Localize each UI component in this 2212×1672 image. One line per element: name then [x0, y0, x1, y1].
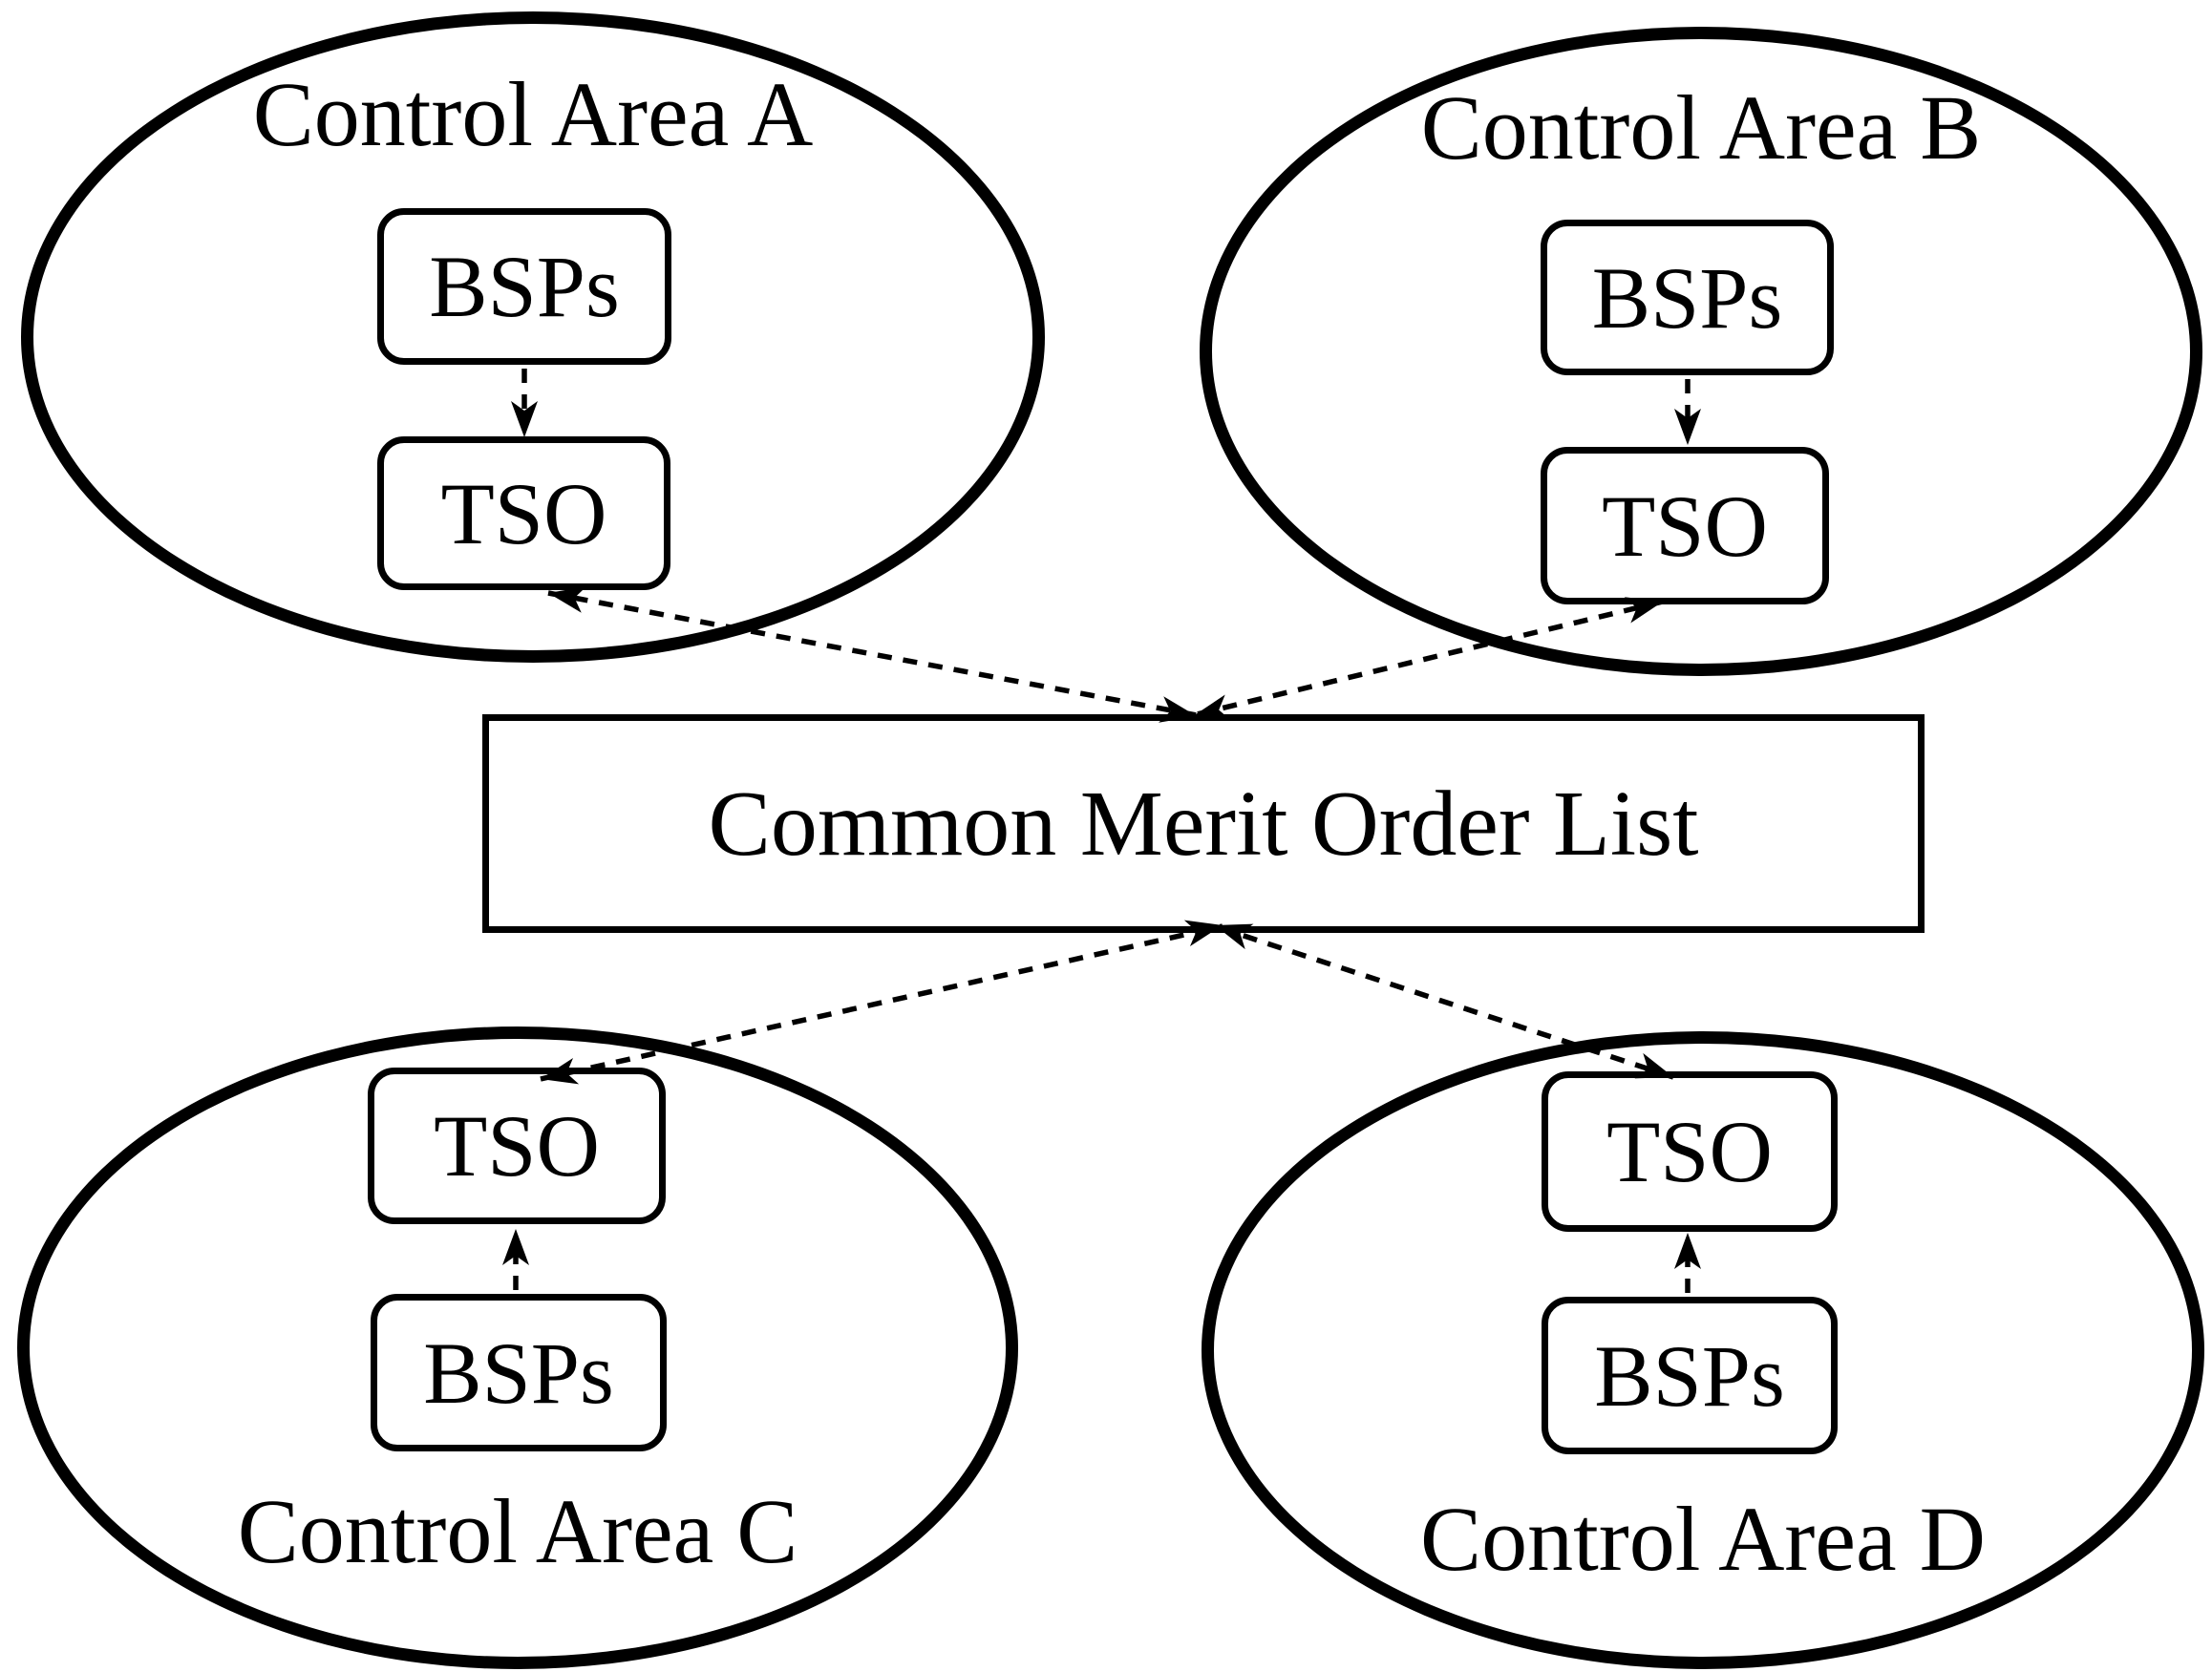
- bsps-box-area-b: BSPs: [1541, 220, 1834, 375]
- tso-box-area-d: TSO: [1542, 1071, 1838, 1232]
- bsps-box-area-c: BSPs: [371, 1294, 667, 1451]
- tso-box-area-b: TSO: [1541, 447, 1829, 604]
- bsps-box-area-d: BSPs: [1542, 1297, 1838, 1454]
- control-area-d-label: Control Area D: [1420, 1488, 1986, 1590]
- bsps-box-area-a: BSPs: [377, 208, 671, 365]
- common-merit-order-list-box: Common Merit Order List: [482, 714, 1925, 933]
- tso-box-area-a: TSO: [377, 436, 670, 590]
- control-area-a-label: Control Area A: [252, 63, 814, 165]
- control-area-c-label: Control Area C: [237, 1480, 798, 1582]
- tso-box-area-c: TSO: [368, 1068, 666, 1224]
- control-area-b-label: Control Area B: [1420, 76, 1982, 179]
